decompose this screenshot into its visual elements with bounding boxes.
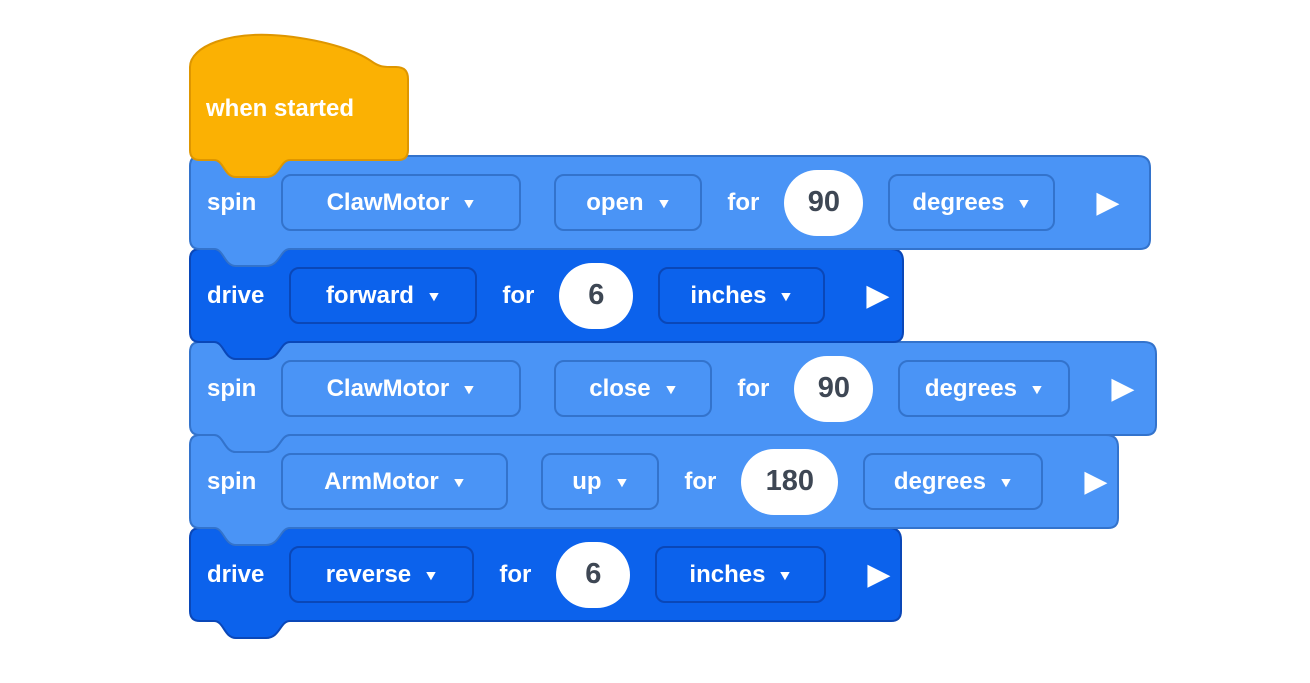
chevron-down-icon: ▼ (777, 566, 794, 583)
unit-dropdown[interactable]: degrees ▼ (898, 360, 1071, 417)
play-icon[interactable]: ▶ (867, 557, 891, 591)
opcode-label: drive (207, 560, 265, 588)
direction-dropdown[interactable]: forward ▼ (289, 267, 478, 324)
chevron-down-icon: ▼ (997, 473, 1014, 490)
for-label: for (499, 560, 532, 588)
unit-dropdown-value: degrees (893, 467, 986, 495)
unit-dropdown-value: degrees (924, 374, 1017, 402)
for-label: for (737, 374, 770, 402)
direction-dropdown-value: up (572, 467, 602, 495)
opcode-label: spin (207, 467, 257, 495)
motor-dropdown-value: ClawMotor (326, 374, 450, 402)
direction-dropdown-value: forward (325, 281, 414, 309)
chevron-down-icon: ▼ (778, 287, 795, 304)
value-input[interactable]: 6 (559, 262, 634, 329)
motor-dropdown[interactable]: ArmMotor ▼ (281, 453, 509, 510)
for-label: for (684, 467, 717, 495)
value-input[interactable]: 180 (741, 448, 839, 515)
unit-dropdown-value: degrees (912, 188, 1005, 216)
when-started-block[interactable]: when started (189, 33, 409, 178)
direction-dropdown-value: reverse (325, 560, 412, 588)
spin-clawmotor-open-block[interactable]: spin ClawMotor ▼ open ▼ for 90 degrees ▼… (189, 155, 1151, 267)
motor-dropdown[interactable]: ClawMotor ▼ (281, 174, 522, 231)
chevron-down-icon: ▼ (450, 473, 467, 490)
unit-dropdown[interactable]: degrees ▼ (888, 174, 1056, 231)
direction-dropdown-value: open (586, 188, 644, 216)
motor-dropdown-value: ClawMotor (326, 188, 450, 216)
chevron-down-icon: ▼ (613, 473, 630, 490)
block-shape (189, 33, 409, 178)
unit-dropdown[interactable]: inches ▼ (655, 546, 827, 603)
unit-dropdown-value: inches (690, 281, 767, 309)
value-input[interactable]: 90 (794, 355, 874, 422)
opcode-label: drive (207, 281, 265, 309)
play-icon[interactable]: ▶ (1084, 464, 1108, 498)
direction-dropdown-value: close (589, 374, 651, 402)
opcode-label: spin (207, 374, 257, 402)
chevron-down-icon: ▼ (662, 380, 679, 397)
hat-label: when started (206, 95, 355, 122)
chevron-down-icon: ▼ (1016, 194, 1033, 211)
direction-dropdown[interactable]: up ▼ (541, 453, 660, 510)
motor-dropdown-value: ArmMotor (324, 467, 439, 495)
unit-dropdown[interactable]: inches ▼ (658, 267, 826, 324)
for-label: for (727, 188, 760, 216)
opcode-label: spin (207, 188, 257, 216)
direction-dropdown[interactable]: close ▼ (554, 360, 713, 417)
chevron-down-icon: ▼ (461, 380, 478, 397)
value-input[interactable]: 90 (784, 169, 864, 236)
chevron-down-icon: ▼ (655, 194, 672, 211)
direction-dropdown[interactable]: reverse ▼ (289, 546, 475, 603)
play-icon[interactable]: ▶ (1096, 185, 1120, 219)
motor-dropdown[interactable]: ClawMotor ▼ (281, 360, 522, 417)
unit-dropdown-value: inches (689, 560, 766, 588)
spin-armmotor-up-block[interactable]: spin ArmMotor ▼ up ▼ for 180 degrees ▼ ▶ (189, 434, 1119, 546)
chevron-down-icon: ▼ (1028, 380, 1045, 397)
chevron-down-icon: ▼ (423, 566, 440, 583)
chevron-down-icon: ▼ (425, 287, 442, 304)
unit-dropdown[interactable]: degrees ▼ (863, 453, 1044, 510)
for-label: for (502, 281, 535, 309)
chevron-down-icon: ▼ (461, 194, 478, 211)
play-icon[interactable]: ▶ (1111, 371, 1135, 405)
drive-reverse-block[interactable]: drive reverse ▼ for 6 inches ▼ ▶ (189, 527, 902, 639)
play-icon[interactable]: ▶ (866, 278, 890, 312)
direction-dropdown[interactable]: open ▼ (554, 174, 703, 231)
value-input[interactable]: 6 (556, 541, 631, 608)
spin-clawmotor-close-block[interactable]: spin ClawMotor ▼ close ▼ for 90 degrees … (189, 341, 1157, 453)
